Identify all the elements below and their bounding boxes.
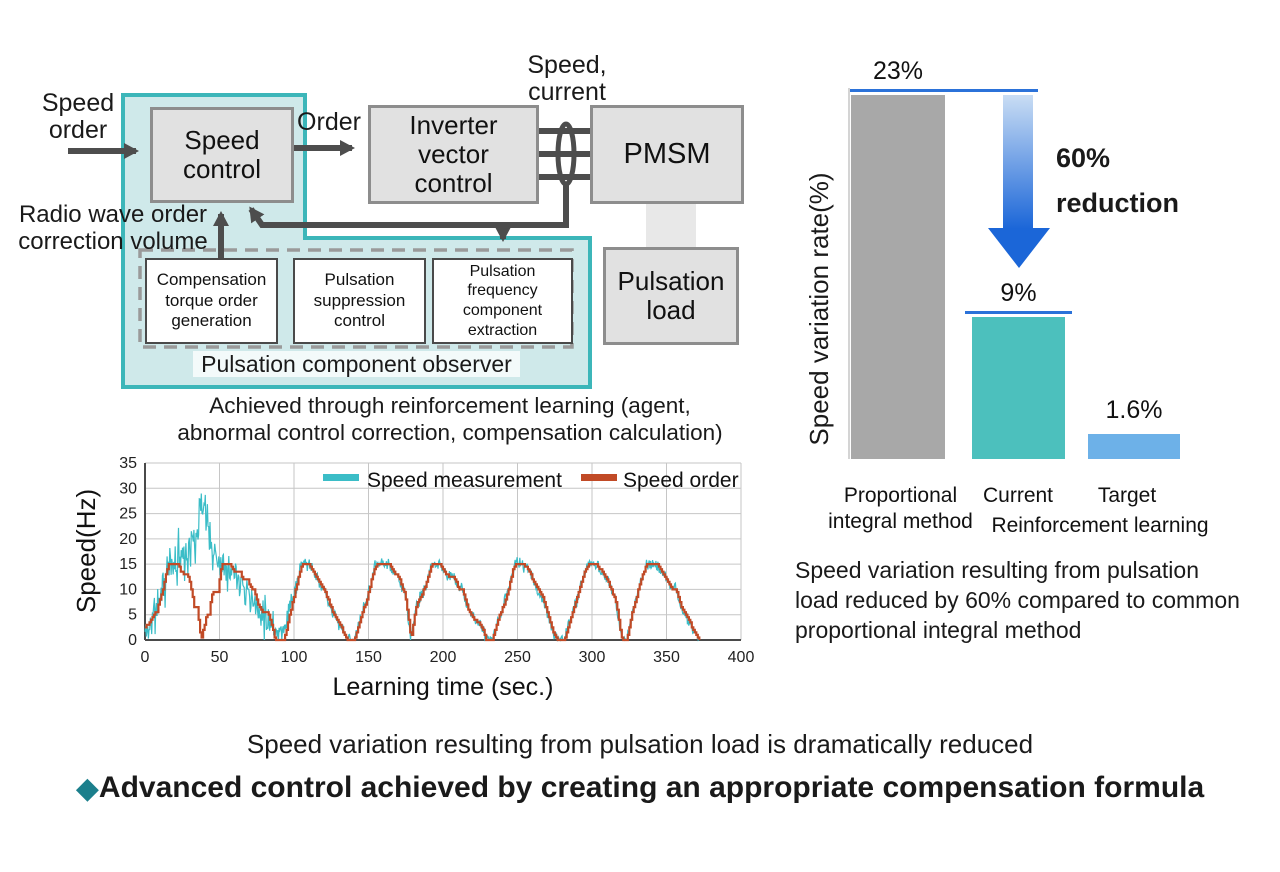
legend-swatch-order [581, 474, 617, 481]
svg-text:50: 50 [211, 649, 229, 666]
footer-headline: ◆Advanced control achieved by creating a… [0, 771, 1280, 806]
footer-headline-text: Advanced control achieved by creating an… [98, 771, 1205, 804]
svg-text:0: 0 [128, 632, 137, 649]
svg-text:250: 250 [504, 649, 531, 666]
bar-current [972, 317, 1065, 459]
svg-text:30: 30 [119, 480, 137, 497]
svg-text:25: 25 [119, 506, 137, 523]
diagram-caption: Achieved through reinforcement learning … [177, 393, 723, 446]
pulsation-frequency-label: Pulsation frequency component extraction [462, 262, 543, 339]
inverter-vector-control-block: Inverter vector control [368, 105, 539, 204]
pmsm-label: PMSM [623, 138, 711, 171]
y-axis-ticks: 0 5 10 15 20 25 30 35 [119, 455, 137, 649]
speed-order-text: Speed order [41, 89, 115, 144]
pulsation-load-block: Pulsation load [603, 247, 739, 345]
bar-proportional [851, 95, 945, 459]
bar-value-label: 9% [1000, 279, 1037, 307]
feedback-line [248, 184, 569, 228]
bar-chart-axis-line [848, 88, 850, 459]
compensation-torque-label: Compensation torque order generation [156, 269, 267, 331]
pmsm-block: PMSM [590, 105, 744, 204]
svg-text:300: 300 [579, 649, 606, 666]
reduction-arrow [988, 95, 1050, 268]
compensation-torque-box: Compensation torque order generation [145, 258, 278, 344]
category-current: Current [982, 484, 1054, 507]
reduction-annotation: 60% reduction [1056, 143, 1180, 218]
reference-line [850, 89, 1038, 92]
svg-text:Speed measurement: Speed measurement [367, 469, 562, 492]
svg-text:15: 15 [119, 556, 137, 573]
line-chart-y-title: Speed(Hz) [75, 489, 101, 613]
bar-target [1088, 434, 1180, 459]
speed-current-text: Speed, current [527, 51, 607, 106]
svg-text:150: 150 [355, 649, 382, 666]
pulsation-suppression-label: Pulsation suppression control [313, 269, 406, 331]
shaft-connector [646, 197, 696, 248]
category-target: Target [1097, 484, 1157, 507]
line-chart-x-title: Learning time (sec.) [333, 673, 554, 701]
speed-control-block: Speed control [150, 107, 294, 203]
svg-text:35: 35 [119, 455, 137, 472]
svg-text:0: 0 [141, 649, 150, 666]
category-proportional-integral: Proportional integral method [828, 484, 973, 534]
bar-chart-caption: Speed variation resulting from pulsation… [795, 557, 1240, 643]
svg-text:100: 100 [281, 649, 308, 666]
diamond-bullet-icon: ◆ [75, 772, 99, 805]
axes [144, 463, 741, 641]
svg-text:200: 200 [430, 649, 457, 666]
pulsation-suppression-box: Pulsation suppression control [293, 258, 426, 344]
reinforcement-learning-group-label: Reinforcement learning [991, 514, 1209, 537]
bar-value-label: 1.6% [1105, 396, 1163, 424]
observer-dashed-frame [138, 248, 574, 349]
pulsation-load-label: Pulsation load [617, 265, 725, 325]
legend: Speed measurement Speed order [323, 469, 739, 492]
bar-value-label: 23% [872, 57, 924, 85]
inverter-label: Inverter vector control [409, 109, 498, 199]
bar-chart-y-axis-title: Speed variation rate(%) [804, 172, 834, 446]
series-speed-order [145, 563, 701, 642]
observer-title: Pulsation component observer [123, 351, 590, 378]
pulsation-frequency-box: Pulsation frequency component extraction [432, 258, 573, 344]
svg-text:5: 5 [128, 607, 137, 624]
svg-text:Speed order: Speed order [623, 469, 739, 492]
learning-curve-chart: 0 50 100 150 200 250 300 350 400 0 5 10 15 20 25 30 35Sp… [75, 455, 755, 701]
x-axis-ticks: 0 50 100 150 200 250 300 350 400 [141, 649, 755, 666]
speed-control-label: Speed control [182, 124, 262, 184]
reference-line [965, 311, 1072, 314]
order-text: Order [297, 108, 361, 136]
svg-text:350: 350 [653, 649, 680, 666]
series-speed-measurement [144, 493, 700, 642]
svg-text:20: 20 [119, 531, 137, 548]
footer-summary: Speed variation resulting from pulsation… [246, 729, 1034, 759]
radio-wave-text: Radio wave order correction volume [18, 201, 208, 255]
legend-swatch-measurement [323, 474, 359, 481]
observer-title-text: Pulsation component observer [193, 351, 520, 377]
svg-text:10: 10 [119, 581, 137, 598]
svg-text:400: 400 [728, 649, 755, 666]
